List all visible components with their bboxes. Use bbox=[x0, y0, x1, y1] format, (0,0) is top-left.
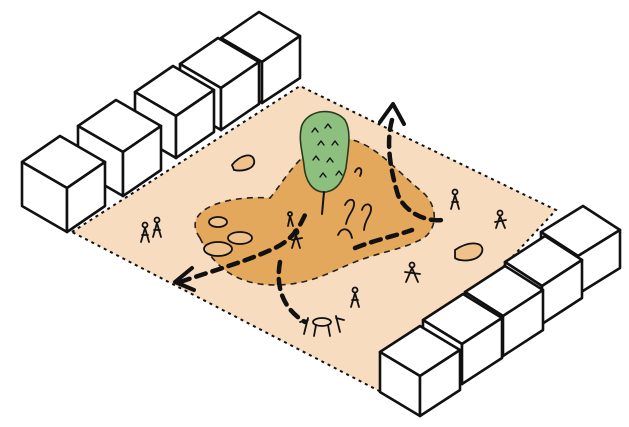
bench bbox=[227, 231, 253, 245]
path-right-loop bbox=[352, 227, 415, 251]
bench-top bbox=[230, 154, 256, 172]
bench bbox=[208, 216, 228, 228]
cafe-table-group bbox=[299, 315, 345, 337]
person-icon bbox=[140, 221, 150, 243]
table-icon bbox=[312, 317, 332, 327]
bench-curved-right bbox=[454, 242, 484, 262]
sculpture-icon bbox=[344, 198, 355, 225]
sculpture-icon bbox=[361, 203, 372, 231]
sculpture-icon bbox=[354, 167, 363, 177]
sculpture-group bbox=[337, 167, 372, 239]
bench bbox=[454, 242, 484, 262]
table-legs bbox=[313, 324, 331, 337]
tree-trunk bbox=[321, 191, 325, 215]
arrow-up bbox=[378, 102, 406, 126]
person-icon bbox=[287, 211, 294, 227]
path-lower bbox=[276, 259, 308, 325]
chair-icon bbox=[299, 317, 309, 335]
sculpture-icon bbox=[337, 228, 353, 239]
circulation-paths bbox=[177, 117, 445, 325]
arrow-icon bbox=[378, 102, 406, 126]
path-left bbox=[177, 212, 308, 285]
tree bbox=[299, 110, 350, 215]
building-block bbox=[378, 324, 462, 418]
bench-cluster-left bbox=[203, 216, 253, 257]
person-icon bbox=[350, 286, 360, 308]
chair-icon bbox=[335, 315, 345, 333]
person-icon bbox=[291, 228, 303, 249]
arrow-icon bbox=[173, 266, 196, 292]
building-block bbox=[20, 134, 107, 234]
bench bbox=[203, 241, 233, 257]
person-icon bbox=[404, 261, 421, 283]
person-icon bbox=[152, 216, 162, 238]
path-upper bbox=[386, 117, 445, 223]
bench bbox=[230, 154, 256, 172]
buildings-top-left bbox=[20, 10, 302, 234]
people bbox=[140, 188, 507, 308]
buildings-bottom-right bbox=[378, 204, 622, 418]
person-icon bbox=[450, 188, 460, 210]
central-mound bbox=[194, 137, 435, 286]
tree-canopy bbox=[299, 110, 350, 193]
person-icon bbox=[494, 209, 507, 229]
arrow-left bbox=[173, 266, 196, 292]
tree-leaf-marks bbox=[311, 123, 343, 178]
